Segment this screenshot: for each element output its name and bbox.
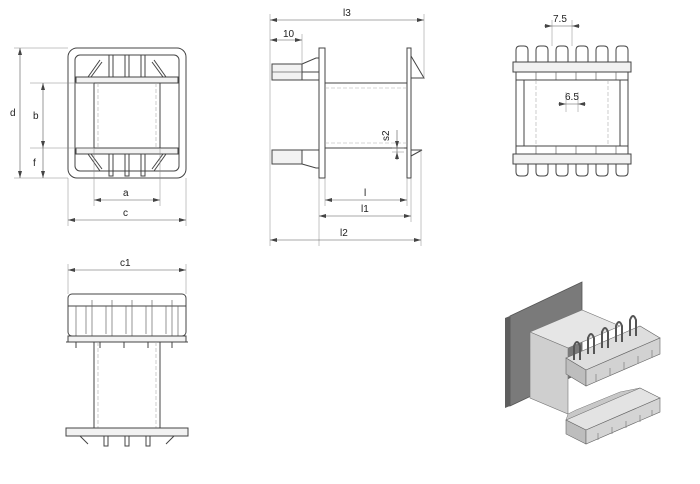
front-core-window <box>93 82 161 149</box>
bottom-view: c1 <box>65 258 189 447</box>
bottom-view-top-bar <box>67 335 187 343</box>
side-left-flange <box>318 47 326 179</box>
dim-label-l3: l3 <box>343 8 351 19</box>
top-view-pins-lower <box>515 164 629 177</box>
render-pins <box>573 315 637 360</box>
dim-label-6-5: 6.5 <box>565 92 579 103</box>
bottom-view-bottom-bar <box>65 427 189 437</box>
front-bottom-bar <box>75 147 179 155</box>
top-view-pins-upper <box>515 45 629 62</box>
dim-label-7-5: 7.5 <box>553 14 567 25</box>
front-top-bar <box>75 76 179 84</box>
dim-label-a: a <box>123 188 129 199</box>
dim-label-d: d <box>10 108 16 119</box>
dim-label-s2: s2 <box>381 130 392 141</box>
side-view: l3 10 s2 l l1 l2 <box>269 8 425 246</box>
front-top-pins <box>87 54 167 78</box>
dim-label-l2: l2 <box>340 228 348 239</box>
dim-label-c: c <box>123 208 128 219</box>
dim-label-b: b <box>33 111 39 122</box>
top-view: 7.5 6.5 <box>512 14 632 177</box>
iso-render <box>505 281 661 445</box>
dim-label-c1: c1 <box>120 258 131 269</box>
dim-label-10: 10 <box>283 29 295 40</box>
dim-label-l: l <box>364 188 366 199</box>
side-right-flange <box>406 47 412 179</box>
top-view-lower-flange <box>512 153 632 165</box>
dim-label-l1: l1 <box>361 204 369 215</box>
front-view: d b f a c <box>10 47 187 226</box>
top-view-core <box>523 79 621 147</box>
top-view-upper-flange <box>512 61 632 73</box>
side-bottom-pin-block <box>271 149 303 165</box>
front-flange-outline <box>67 47 187 179</box>
dim-label-f: f <box>33 158 36 169</box>
